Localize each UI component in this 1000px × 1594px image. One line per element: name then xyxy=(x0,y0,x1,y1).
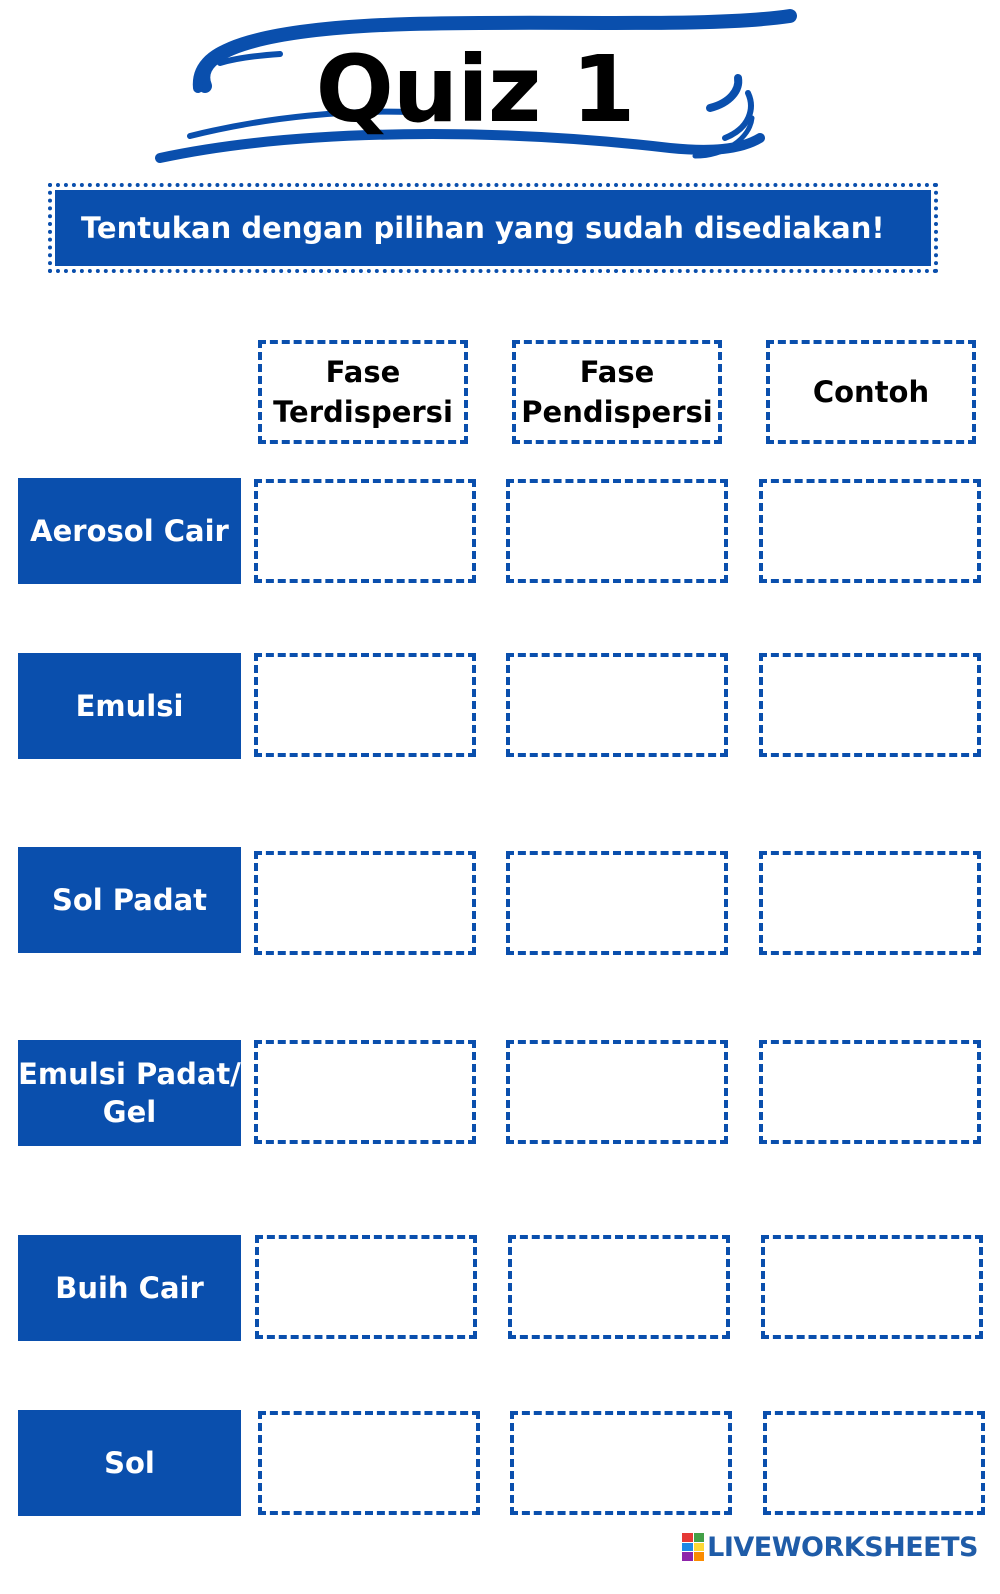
answer-box-sol-fase-pendispersi[interactable] xyxy=(510,1411,732,1515)
column-header-fase-pendispersi: Fase Pendispersi xyxy=(512,340,722,444)
answer-box-emulsi-contoh[interactable] xyxy=(759,653,981,757)
answer-box-buih-cair-contoh[interactable] xyxy=(761,1235,983,1339)
answer-box-sol-padat-contoh[interactable] xyxy=(759,851,981,955)
instruction-text: Tentukan dengan pilihan yang sudah dised… xyxy=(81,211,885,245)
answer-box-buih-cair-fase-terdispersi[interactable] xyxy=(255,1235,477,1339)
answer-box-sol-fase-terdispersi[interactable] xyxy=(258,1411,480,1515)
swoosh-decoration-icon xyxy=(155,9,797,163)
liveworksheets-logo: LIVEWORKSHEETS xyxy=(682,1530,978,1564)
row-label-text: Aerosol Cair xyxy=(30,514,229,548)
answer-box-aerosol-cair-fase-terdispersi[interactable] xyxy=(254,479,476,583)
answer-box-emulsi-fase-pendispersi[interactable] xyxy=(506,653,728,757)
row-label-aerosol-cair: Aerosol Cair xyxy=(18,478,241,584)
answer-box-sol-padat-fase-pendispersi[interactable] xyxy=(506,851,728,955)
row-label-sol-padat: Sol Padat xyxy=(18,847,241,953)
row-label-text: Sol xyxy=(104,1446,155,1480)
title-banner: Quiz 1 xyxy=(150,8,800,168)
column-header-label: Contoh xyxy=(812,375,930,409)
row-label-buih-cair: Buih Cair xyxy=(18,1235,241,1341)
answer-box-emulsi-padat-gel-fase-pendispersi[interactable] xyxy=(506,1040,728,1144)
page-title: Quiz 1 xyxy=(315,36,636,143)
column-header-fase-terdispersi: Fase Terdispersi xyxy=(258,340,468,444)
row-label-emulsi: Emulsi xyxy=(18,653,241,759)
row-label-text: Emulsi Padat/ Gel xyxy=(18,1057,241,1129)
row-label-sol: Sol xyxy=(18,1410,241,1516)
answer-box-sol-contoh[interactable] xyxy=(763,1411,985,1515)
answer-box-emulsi-padat-gel-contoh[interactable] xyxy=(759,1040,981,1144)
row-label-emulsi-padat-gel: Emulsi Padat/ Gel xyxy=(18,1040,241,1146)
column-header-label: Fase Pendispersi xyxy=(521,355,713,429)
instruction-banner: Tentukan dengan pilihan yang sudah dised… xyxy=(48,183,938,273)
answer-box-sol-padat-fase-terdispersi[interactable] xyxy=(254,851,476,955)
column-header-label: Fase Terdispersi xyxy=(273,355,453,429)
answer-box-buih-cair-fase-pendispersi[interactable] xyxy=(508,1235,730,1339)
row-label-text: Sol Padat xyxy=(51,883,208,917)
liveworksheets-blocks-icon xyxy=(682,1533,705,1561)
answer-box-aerosol-cair-fase-pendispersi[interactable] xyxy=(506,479,728,583)
answer-box-aerosol-cair-contoh[interactable] xyxy=(759,479,981,583)
answer-box-emulsi-padat-gel-fase-terdispersi[interactable] xyxy=(254,1040,476,1144)
answer-box-emulsi-fase-terdispersi[interactable] xyxy=(254,653,476,757)
row-label-text: Emulsi xyxy=(75,689,184,723)
row-label-text: Buih Cair xyxy=(55,1271,204,1305)
footer-brand-text: LIVEWORKSHEETS xyxy=(707,1531,978,1563)
column-header-contoh: Contoh xyxy=(766,340,976,444)
